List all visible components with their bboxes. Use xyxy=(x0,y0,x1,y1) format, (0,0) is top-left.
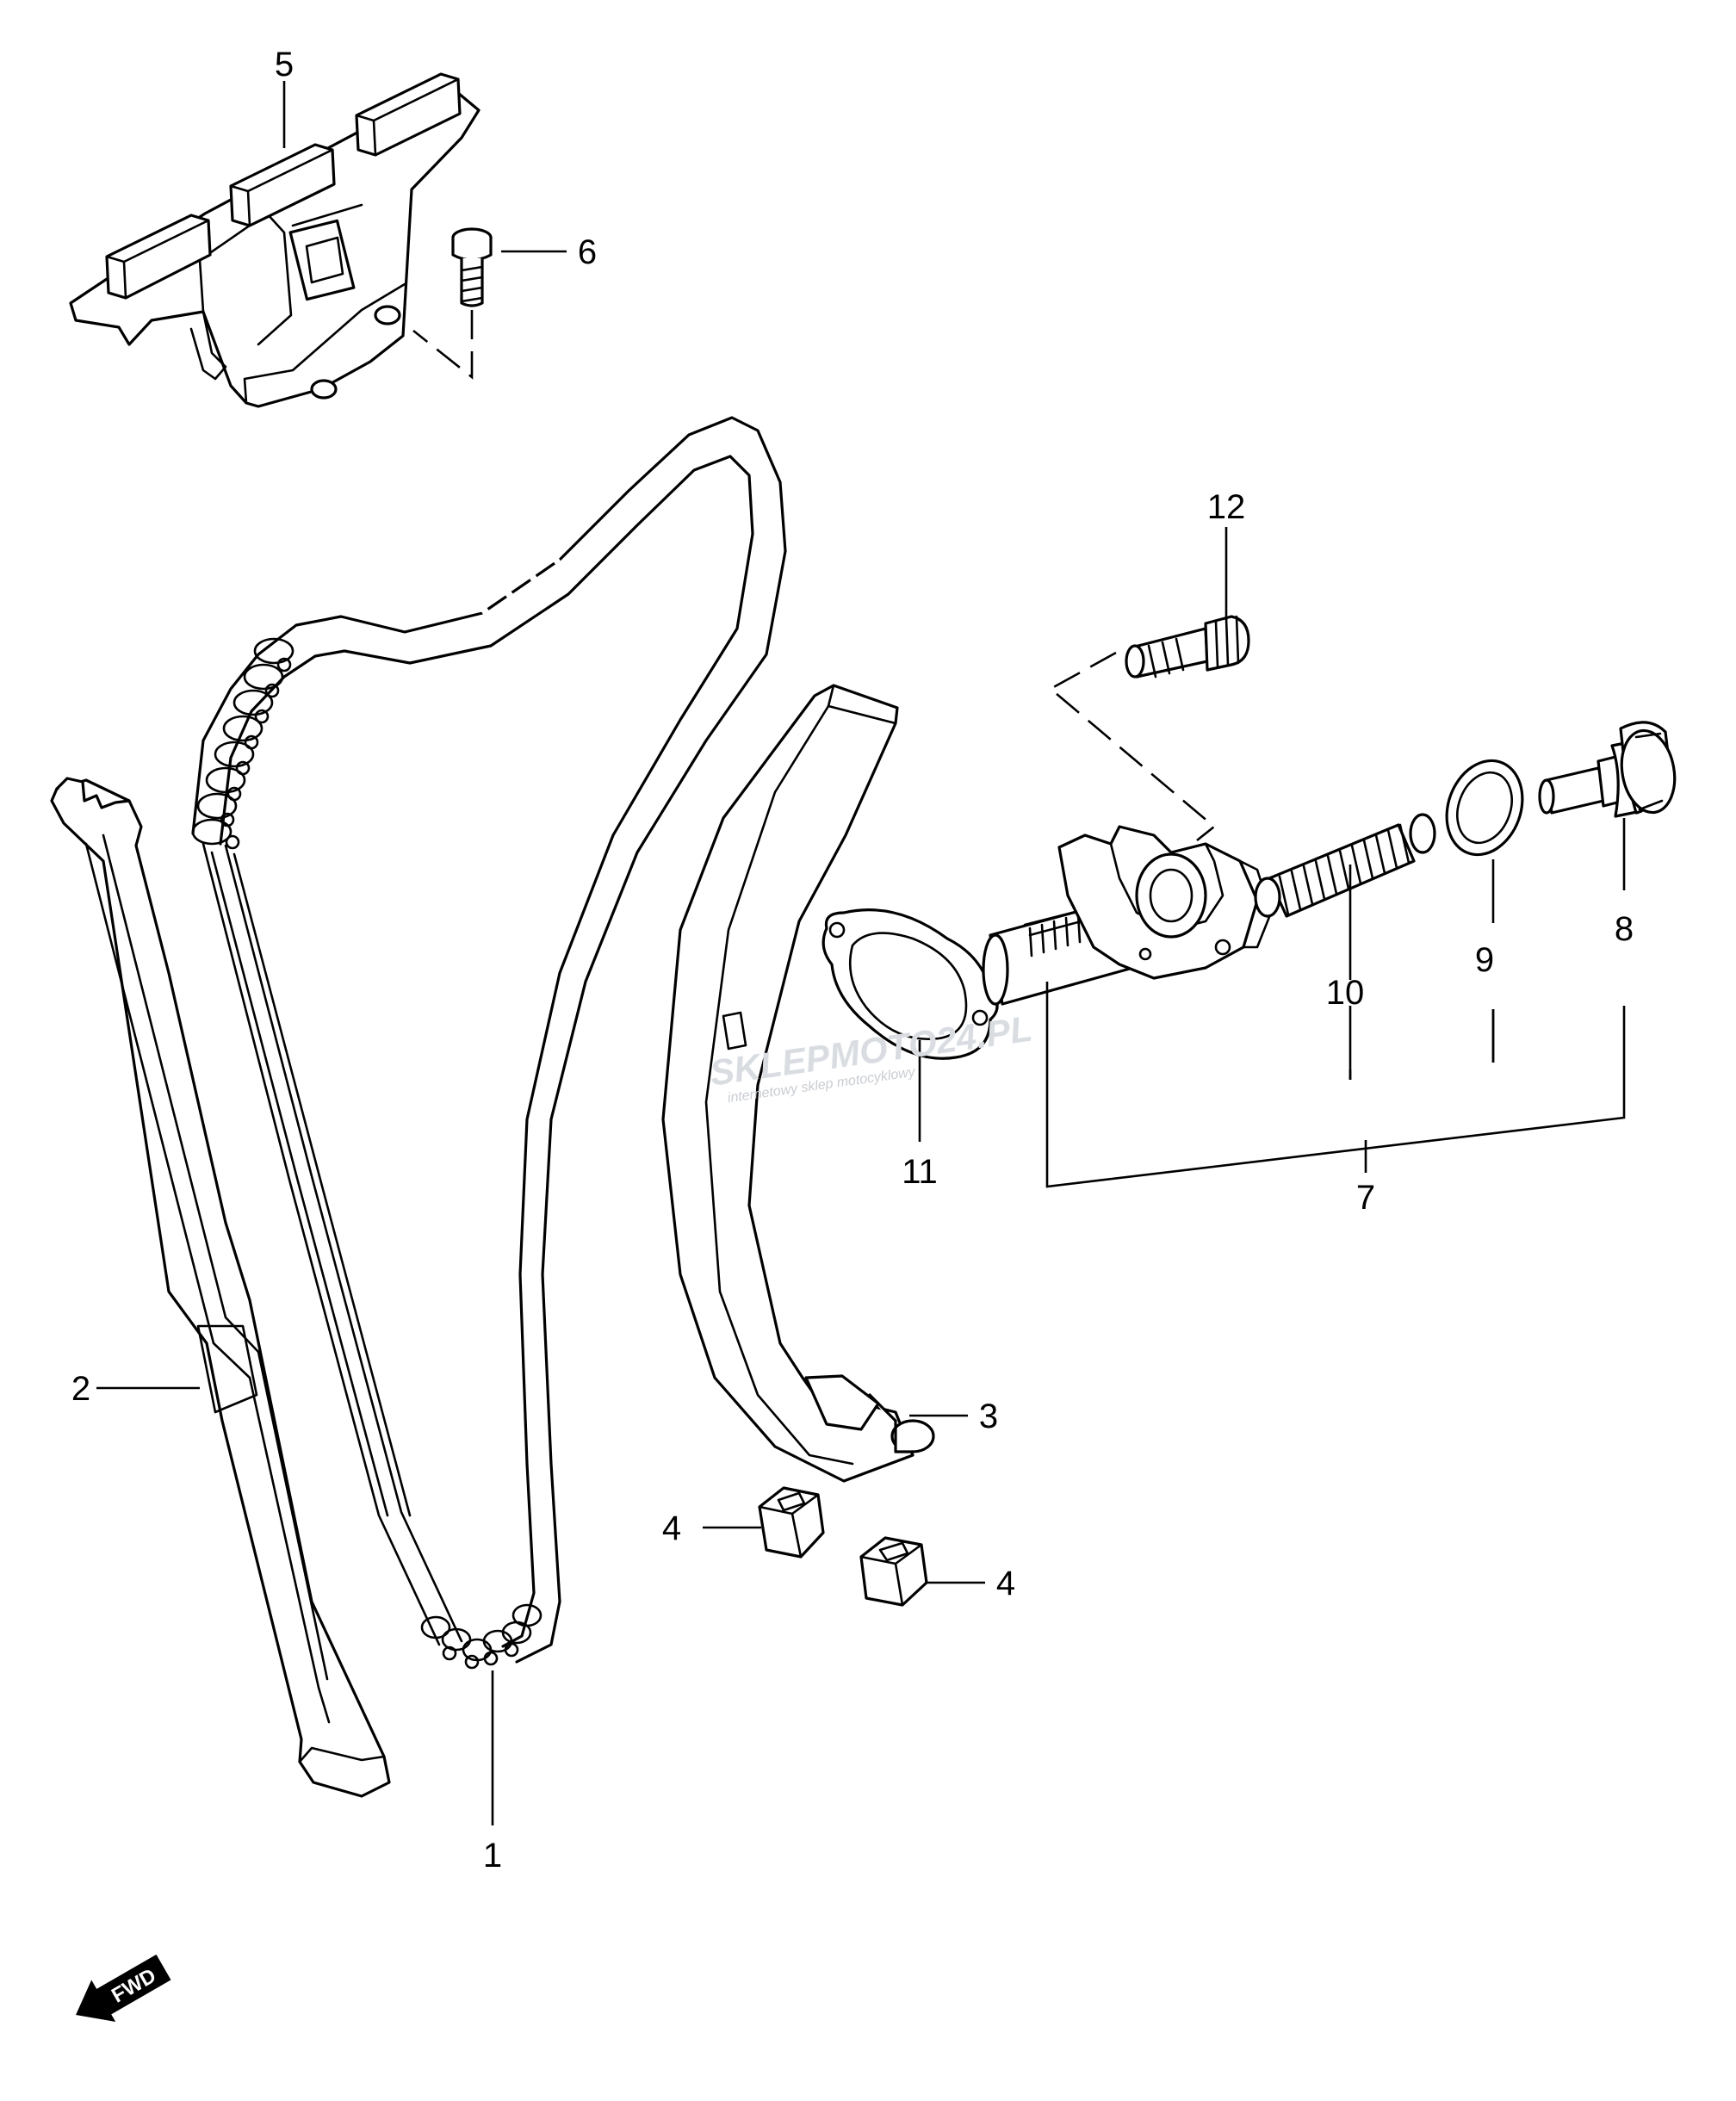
plug-bolt xyxy=(1538,721,1677,818)
leader-lines xyxy=(96,81,1626,1825)
bolt-6 xyxy=(451,227,493,307)
front-chain-guide xyxy=(50,777,391,1798)
chain-tensioner-assembly xyxy=(982,825,1273,1006)
callout-1: 1 xyxy=(483,1837,502,1875)
callout-4b: 4 xyxy=(996,1565,1015,1602)
tensioner-chain-guide xyxy=(661,684,935,1483)
leader-12-dash xyxy=(1048,651,1217,842)
rubber-block-4b xyxy=(859,1536,928,1607)
rubber-block-4a xyxy=(758,1486,825,1559)
sealing-washer xyxy=(1445,759,1524,857)
callout-10: 10 xyxy=(1326,974,1365,1012)
callout-4a: 4 xyxy=(662,1509,681,1547)
callout-2: 2 xyxy=(71,1370,90,1408)
callout-9: 9 xyxy=(1475,941,1494,979)
callout-5: 5 xyxy=(275,46,294,84)
callout-3: 3 xyxy=(979,1398,998,1435)
callout-11: 11 xyxy=(902,1153,938,1191)
cam-chain xyxy=(191,416,787,1670)
callout-7: 7 xyxy=(1356,1179,1375,1217)
tensioner-gasket xyxy=(822,908,999,1060)
leader-6-dash xyxy=(412,310,474,380)
bolt-12 xyxy=(1125,615,1250,679)
tensioner-spring xyxy=(1254,813,1436,918)
callout-6: 6 xyxy=(578,233,597,271)
callout-12: 12 xyxy=(1207,488,1246,526)
fwd-arrow-icon xyxy=(76,1954,171,2022)
fwd-arrow: FWD xyxy=(76,1954,171,2022)
callout-8: 8 xyxy=(1615,910,1634,948)
callout-labels: 5 6 12 8 9 10 11 7 2 3 4 4 1 xyxy=(71,46,1634,1875)
upper-chain-guide xyxy=(69,72,480,408)
